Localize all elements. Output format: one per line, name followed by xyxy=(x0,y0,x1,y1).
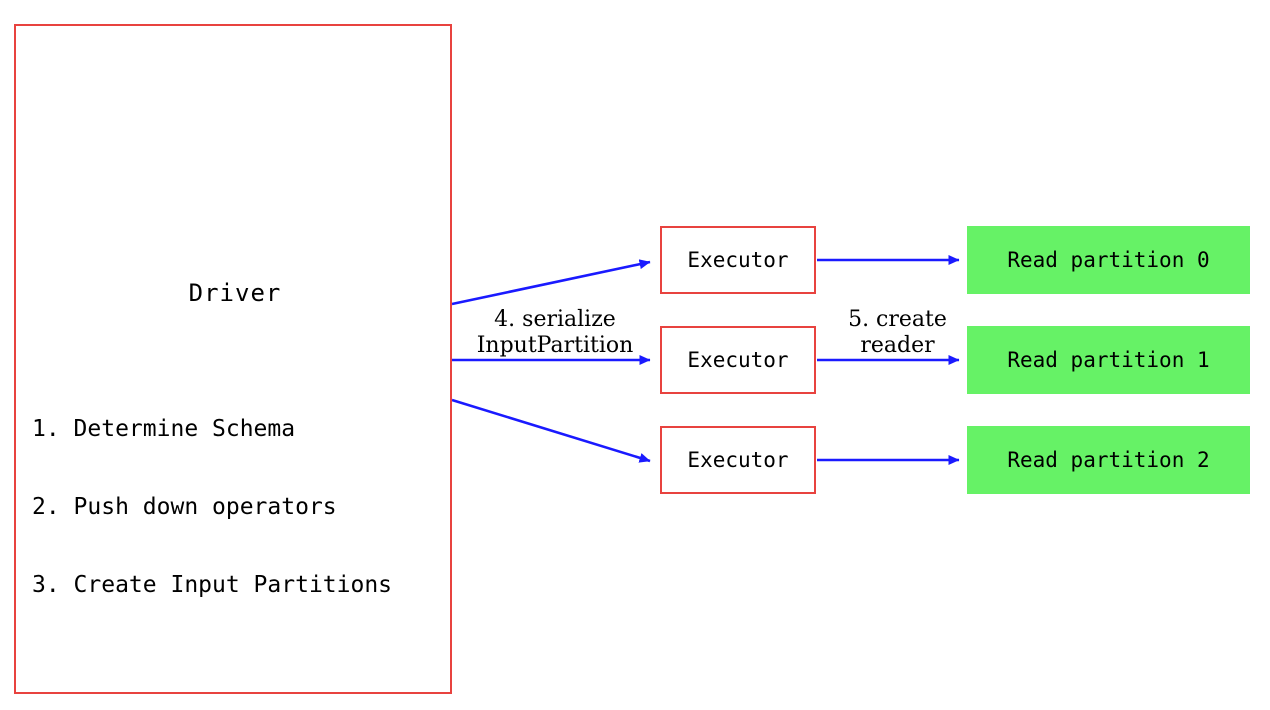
executor-box-3: Executor xyxy=(660,426,816,494)
driver-step-3: 3. Create Input Partitions xyxy=(32,572,393,598)
read-partition-box-2: Read partition 2 xyxy=(967,426,1250,494)
driver-step-2: 2. Push down operators xyxy=(32,494,337,520)
arrow-driver-to-executor-1 xyxy=(451,259,651,306)
driver-title: Driver xyxy=(188,279,282,307)
driver-steps-list: 1. Determine Schema 2. Push down operato… xyxy=(32,364,452,650)
read-partition-box-1: Read partition 1 xyxy=(967,326,1250,394)
executor-box-1: Executor xyxy=(660,226,816,294)
read-partition-box-0: Read partition 0 xyxy=(967,226,1250,294)
driver-box: Driver 1. Determine Schema 2. Push down … xyxy=(14,24,452,694)
driver-step-1: 1. Determine Schema xyxy=(32,416,296,442)
arrow-driver-to-executor-3 xyxy=(451,398,651,463)
executor-box-2: Executor xyxy=(660,326,816,394)
